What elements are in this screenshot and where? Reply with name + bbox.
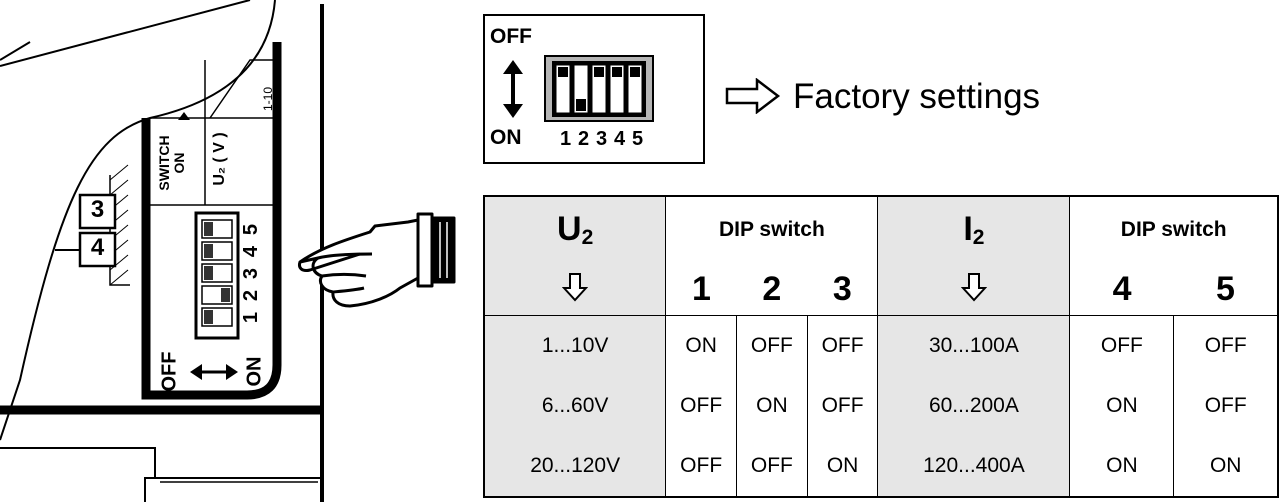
factory-switch-number-5: 5 — [632, 128, 644, 150]
table-row: 1...10V ON OFF OFF 30...100A OFF OFF — [483, 315, 1279, 376]
i2-range: 60...200A — [877, 376, 1071, 436]
switch-5-value: ON — [1173, 436, 1279, 498]
u2-header: U2 — [483, 195, 667, 263]
pointing-hand-icon — [298, 212, 456, 308]
vertical-double-arrow-icon — [503, 60, 523, 118]
switch-3-value: ON — [806, 436, 879, 498]
factory-switch-number-4: 4 — [614, 128, 626, 150]
u2-range: 1...10V — [483, 315, 667, 376]
switch-2-value: ON — [736, 376, 808, 436]
u2-range: 20...120V — [483, 436, 667, 498]
factory-dip-switch — [544, 55, 654, 122]
factory-switch-number-1: 1 — [560, 128, 572, 150]
factory-off-label: OFF — [490, 25, 532, 48]
factory-on-label: ON — [490, 126, 522, 149]
device-switch-number-3: 3 — [240, 267, 263, 280]
switch-4-value: ON — [1069, 376, 1175, 436]
factory-switch-number-3: 3 — [596, 128, 608, 150]
switch-col-3: 3 — [807, 263, 879, 316]
switch-col-2: 2 — [762, 269, 782, 308]
switch-col-5: 5 — [1173, 263, 1280, 316]
right-arrow-icon — [725, 78, 781, 114]
i2-range: 30...100A — [877, 315, 1071, 376]
switch-3-value: OFF — [806, 376, 879, 436]
down-arrow-icon — [960, 272, 988, 301]
switch-1-value: ON — [665, 315, 738, 376]
i2-symbol: I — [963, 209, 973, 248]
i2-range: 120...400A — [877, 436, 1071, 498]
u2-down-arrow — [483, 263, 667, 316]
switch-2-value: OFF — [736, 315, 808, 376]
factory-switch-number-2: 2 — [578, 128, 590, 150]
factory-settings-box — [483, 14, 705, 164]
switch-4-value: ON — [1069, 436, 1175, 498]
u2-range: 6...60V — [483, 376, 667, 436]
u2-symbol: U — [557, 209, 582, 248]
terminal-label-3: 3 — [90, 196, 105, 223]
i2-subscript: 2 — [972, 226, 985, 250]
device-off-label: OFF — [158, 351, 181, 392]
dip-settings-table: U2 DIP switch I2 DIP switch 1 2 3 4 5 1.… — [483, 195, 1280, 498]
down-arrow-icon — [561, 272, 589, 301]
factory-settings-label: Factory settings — [793, 77, 1041, 116]
switch-5-value: OFF — [1173, 315, 1279, 376]
device-switch-number-4: 4 — [240, 245, 263, 258]
dip-switch-header-right: DIP switch — [1069, 195, 1279, 263]
switch-4-value: OFF — [1069, 315, 1175, 376]
device-switch-on-label: SWITCH ON — [156, 135, 187, 191]
switch-col-4: 4 — [1069, 263, 1174, 316]
i2-header: I2 — [877, 195, 1071, 263]
switch-2-value: OFF — [736, 436, 808, 498]
device-switch-number-1: 1 — [240, 311, 263, 324]
device-u2-label: U₂ ( V ) — [211, 132, 228, 186]
switch-1-value: OFF — [665, 436, 738, 498]
device-switch-number-5: 5 — [240, 223, 263, 236]
device-on-label: ON — [243, 356, 266, 387]
i2-down-arrow — [877, 263, 1071, 316]
device-drawing — [0, 0, 456, 502]
device-range-label: 1-10 — [261, 86, 275, 112]
switch-5-value: OFF — [1173, 376, 1279, 436]
switch-1-value: OFF — [665, 376, 738, 436]
switch-col-1: 1 — [665, 263, 737, 316]
switch-3-value: OFF — [806, 315, 879, 376]
table-row: 20...120V OFF OFF ON 120...400A ON ON — [483, 436, 1279, 498]
u2-subscript: 2 — [581, 226, 594, 250]
terminal-label-4: 4 — [90, 234, 105, 261]
device-switch-number-2: 2 — [240, 289, 263, 302]
dip-switch-header-left: DIP switch — [665, 195, 879, 263]
table-row: 6...60V OFF ON OFF 60...200A ON OFF — [483, 376, 1279, 436]
